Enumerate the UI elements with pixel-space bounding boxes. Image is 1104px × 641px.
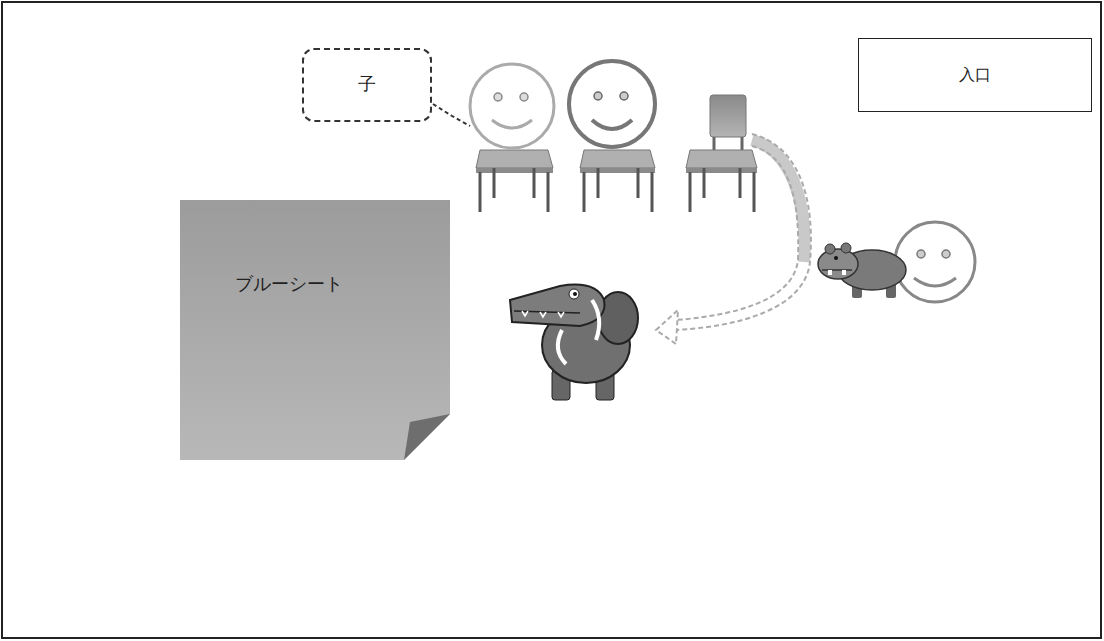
elephant-pupil [573,292,577,296]
chair [476,150,553,212]
chair-rail [476,168,553,173]
arrow-edge [676,134,811,330]
face-eye [594,92,602,100]
node-label: 入口 [959,65,991,84]
elephant-eye [569,289,579,299]
adult-face [569,61,655,147]
elephant-tusk [558,330,566,364]
sheet-body [180,200,450,460]
face-eye [494,93,502,101]
hippo-ear [825,244,835,254]
chair-legs [584,168,652,212]
face-smile [592,120,632,129]
child-face [470,64,554,148]
chair [580,150,655,212]
face-smile [914,278,956,286]
chair-seat [686,150,757,168]
chair-legs [480,168,548,212]
elephant-tusk [592,300,599,340]
chair-rail [686,168,757,173]
chair-legs [690,168,754,212]
hippo-ear [841,243,851,253]
sheet-outline [180,200,450,460]
face-eye [520,93,528,101]
hippo-tooth [842,270,846,275]
elephant-teeth [522,311,564,317]
hippo-toy [818,243,906,298]
face-eye [942,250,950,258]
face-eye [620,92,628,100]
hippo-tooth [828,270,832,275]
child-face [895,222,975,302]
elephant-head [510,285,605,326]
entrance-box: 入口 [858,38,1092,112]
arrow-edge [676,146,798,320]
callout-bubble: 子 [302,48,432,122]
callout-tail [433,104,470,126]
hippo-mouth [822,269,852,271]
blue-sheet: ブルーシート [180,200,450,460]
chair-rail [580,168,655,173]
chair-seat [580,150,655,168]
chair-seat [476,150,553,168]
node-label: 子 [358,74,376,96]
face-outline [569,61,655,147]
sheet-fold [404,414,450,460]
face-smile [492,120,532,128]
hippo-head [818,249,858,279]
face-eye [917,250,925,258]
hippo-eye [834,256,838,260]
arrow-head [656,310,678,344]
elephant-toy [510,285,638,400]
empty-chair [686,95,757,212]
elephant-mouth [514,311,580,313]
arrow-band [752,140,805,262]
face-outline [895,222,975,302]
face-outline [470,64,554,148]
chair-back [710,95,746,137]
node-label: ブルーシート [235,274,343,296]
movement-arrow [656,134,811,344]
